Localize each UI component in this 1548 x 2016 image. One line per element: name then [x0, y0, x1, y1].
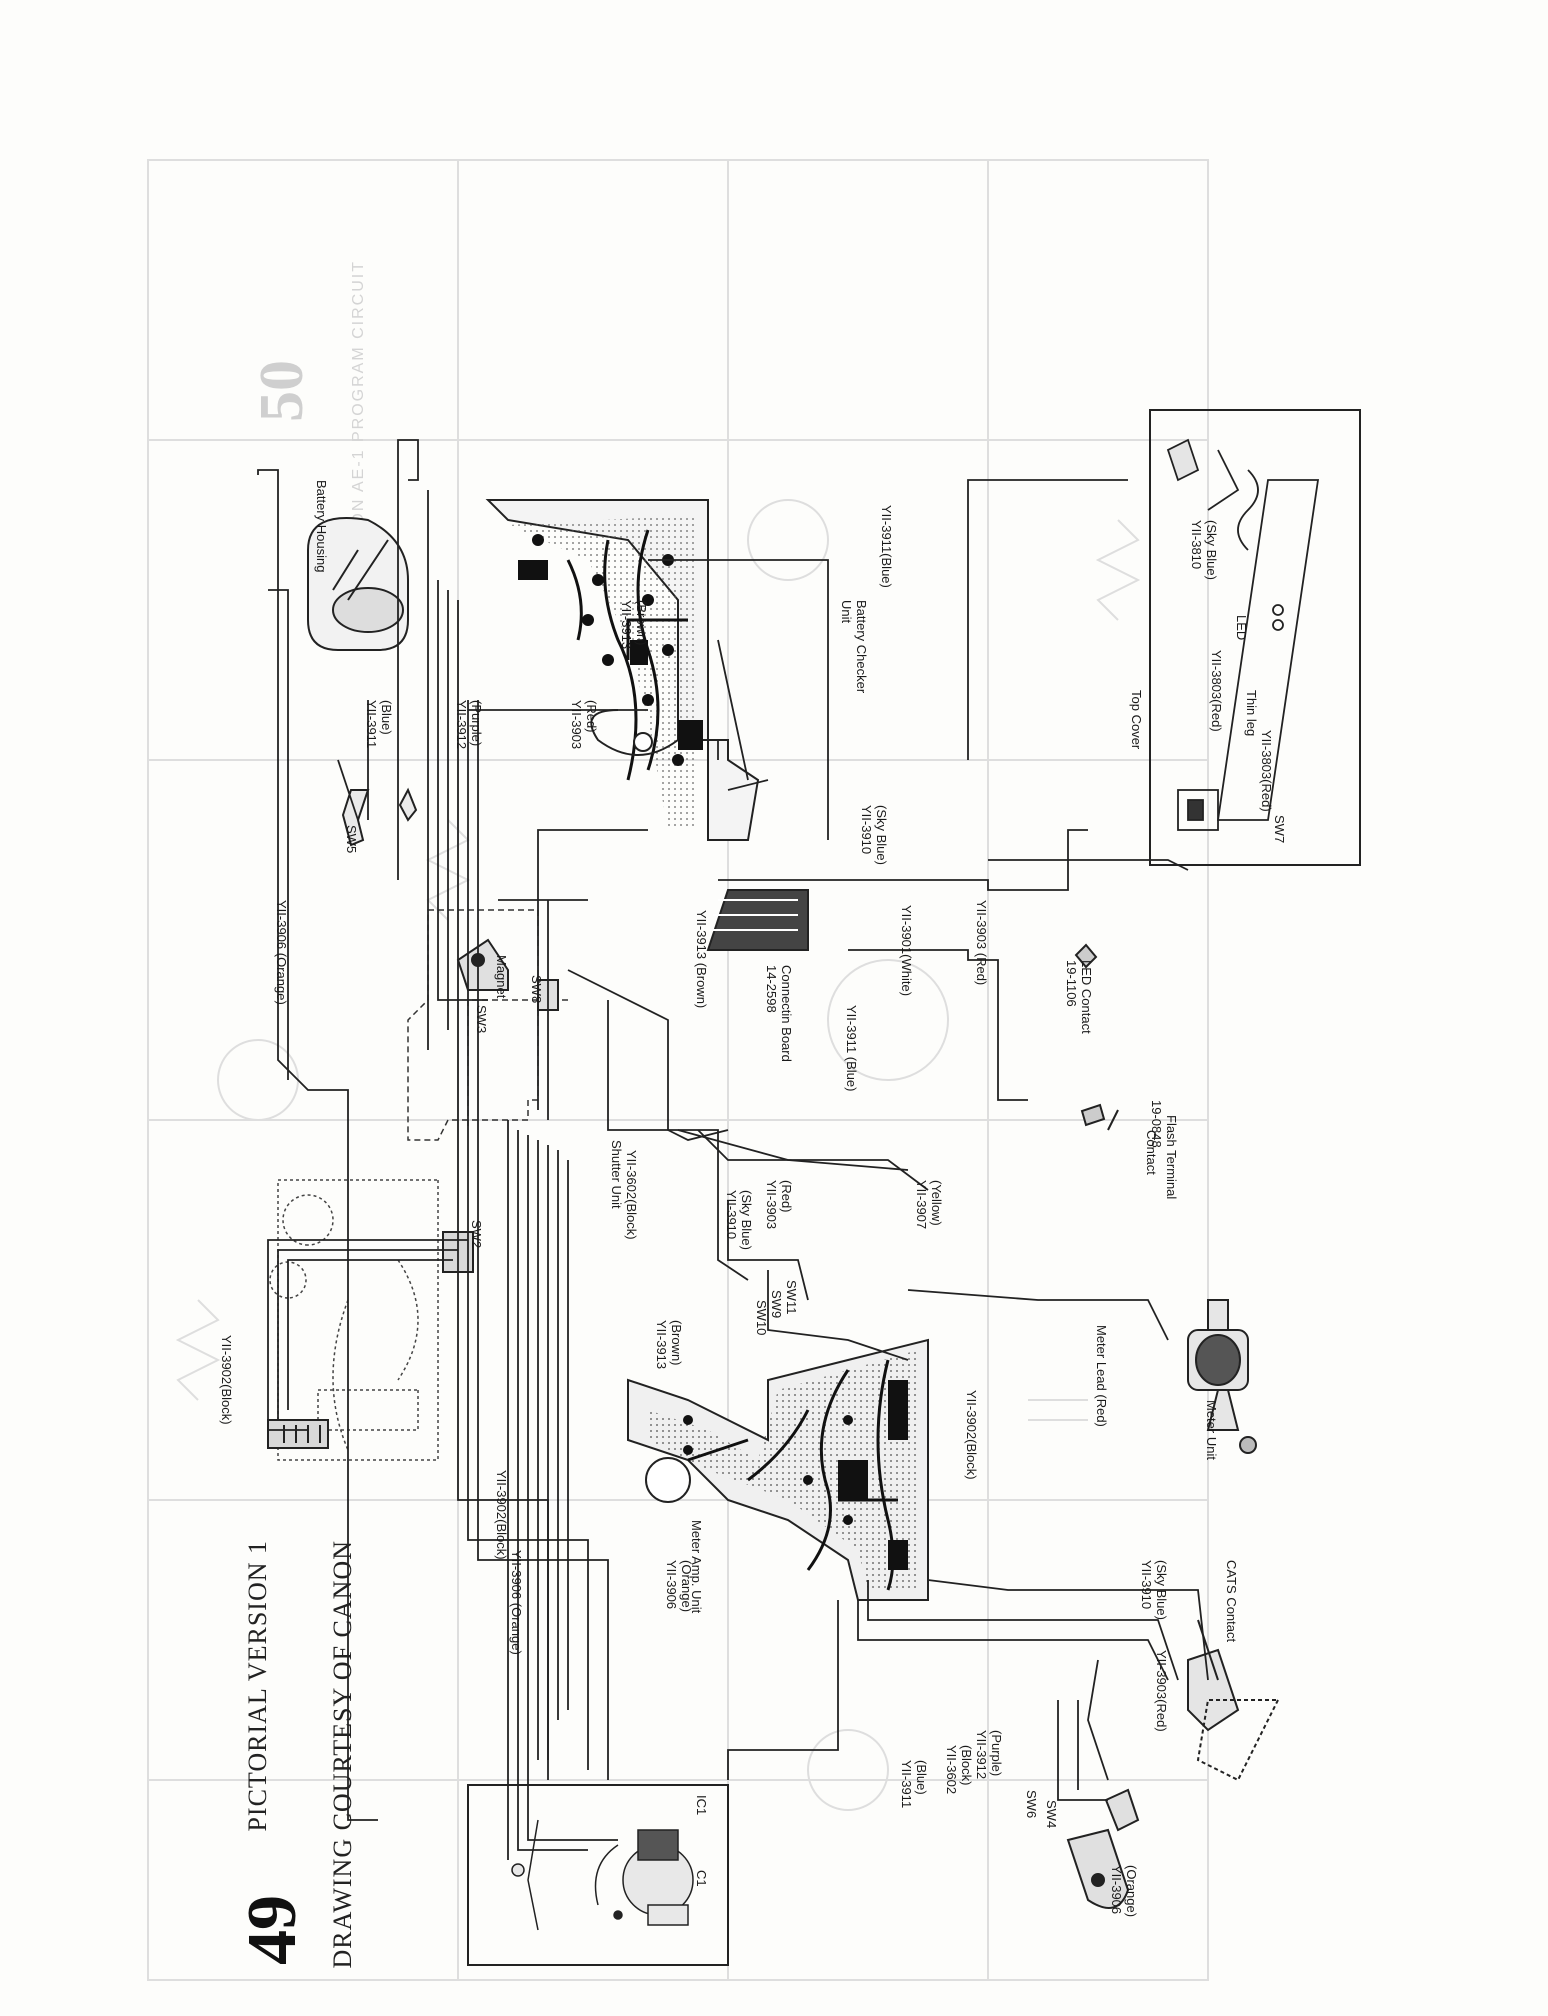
label-wire-3906-orange-bottom: YII-3906 (Orange) [509, 1550, 524, 1655]
label-wire-3910-f: (Sky Blue) [1154, 1560, 1169, 1620]
label-wire-3910-e: YII-3910 [1139, 1560, 1154, 1610]
label-wire-3810-b: (Sky Blue) [1204, 520, 1219, 580]
label-wire-3903-d: (Red) [779, 1180, 794, 1213]
label-top-cover: Top Cover [1129, 690, 1144, 750]
label-wire-3913-c: YII-3913 [654, 1320, 669, 1370]
label-wire-3911-blue-top: YII-3911(Blue) [879, 505, 894, 588]
label-wire-3910-c: YII-3910 [724, 1190, 739, 1240]
label-sw9: SW9 [769, 1290, 784, 1319]
label-sw2: SW2 [469, 1220, 484, 1249]
label-sw10: SW10 [754, 1300, 769, 1336]
label-wire-3602-c: YII-3602 [944, 1745, 959, 1795]
label-wire-3907-a: YII-3907 [914, 1180, 929, 1230]
label-wire-3913-a: YII-3913 [619, 600, 634, 650]
label-wire-3906-e: YII-3906 [1109, 1865, 1124, 1915]
label-wire-3903-red-right: YII-3903(Red) [1154, 1650, 1169, 1732]
label-wire-3913-d: (Brown) [669, 1320, 684, 1366]
label-sw11: SW11 [784, 1280, 799, 1315]
label-wire-3912-a: YII-3912 [454, 700, 469, 750]
page-number: 49 [234, 1895, 311, 1965]
label-sw3: SW3 [474, 1005, 489, 1034]
label-led: LED [1234, 615, 1249, 641]
label-sw5: SW5 [344, 825, 359, 854]
contact-pins [1074, 943, 1119, 1131]
label-wire-3803-red: YII-3803(Red) [1209, 650, 1224, 732]
meter-unit-shape [1187, 1299, 1257, 1454]
label-wire-3906-f: (Orange) [1124, 1865, 1139, 1918]
label-wire-3912-c: YII-3912 [974, 1730, 989, 1780]
top-cover-parts [1166, 438, 1320, 831]
label-wire-3911-a: YII-3911 [364, 700, 379, 749]
label-wire-3912-b: (Purple) [469, 700, 484, 747]
label-wire-3911-c: YII-3911 [899, 1760, 914, 1809]
label-wire-3602-d: (Block) [959, 1745, 974, 1786]
label-battery-checker-2: Unit [839, 600, 854, 624]
label-led-contact-2: LED Contact [1079, 960, 1094, 1034]
label-battery-housing: Battery Housing [314, 480, 329, 573]
label-wire-3902-block-left: YII-3902(Block) [219, 1335, 234, 1425]
sw4-sw6-parts [1066, 1788, 1140, 1909]
label-wire-3910-b: (Sky Blue) [874, 805, 889, 865]
shutter-mechanism-dotted [269, 1179, 439, 1461]
ic1-inset-box [467, 1784, 729, 1966]
label-thin-leg: Thin leg [1244, 690, 1259, 737]
label-wire-3906-orange-left: YII-3906 (Orange) [274, 900, 289, 1005]
label-meter-lead: Meter Lead (Red) [1094, 1325, 1109, 1427]
cats-contact-shape [1187, 1619, 1280, 1782]
label-sw4: SW4 [1044, 1800, 1059, 1829]
label-wire-3910-d: (Sky Blue) [739, 1190, 754, 1250]
version-caption: PICTORIAL VERSION 1 [243, 1540, 272, 1832]
label-connecting-board-1: 14-2598 [764, 965, 779, 1013]
label-c1: C1 [694, 1870, 709, 1887]
label-ic1: IC1 [694, 1795, 709, 1816]
label-wire-3903-c: YII-3903 [764, 1180, 779, 1230]
battery-housing-shape [307, 517, 409, 651]
label-wire-3901-white: YII-3901(White) [899, 905, 914, 997]
label-wire-3912-d: (Purple) [989, 1730, 1004, 1777]
label-connecting-board-2: Connectin Board [779, 965, 794, 1062]
label-wire-3913-brown-mid: YII-3913 (Brown) [694, 910, 709, 1009]
label-sw6: SW6 [1024, 1790, 1039, 1819]
label-wire-3810-a: YII-3810 [1189, 520, 1204, 570]
label-wire-3902-block-center: YII-3902(Block) [494, 1470, 509, 1560]
battery-checker-pcb [485, 499, 760, 841]
label-shutter-unit: Shutter Unit [609, 1140, 624, 1209]
label-sw8: SW8 [529, 975, 544, 1004]
label-battery-checker-1: Battery Checker [854, 600, 869, 694]
label-wire-3906-d: (Orange) [679, 1560, 694, 1613]
wire-harness [257, 439, 1209, 1860]
label-wire-3907-b: (Yellow) [929, 1180, 944, 1226]
label-wire-3906-c: YII-3906 [664, 1560, 679, 1610]
label-sw7: SW7 [1272, 815, 1287, 844]
label-wire-3913-b: (Brown) [634, 600, 649, 646]
label-magnet: Magnet [494, 955, 509, 999]
label-wire-3902-block-right: YII-3902(Block) [964, 1390, 979, 1480]
ic1-inset-parts [511, 1819, 694, 1931]
meter-amp-pcb [627, 1338, 929, 1601]
label-wire-3911-b: (Blue) [379, 700, 394, 735]
label-flash-terminal-2: Flash Terminal [1164, 1115, 1179, 1200]
label-wire-3903-b: (Red) [584, 700, 599, 733]
label-cats-contact: CATS Contact [1224, 1560, 1239, 1643]
label-wire-3911-blue-mid: YII-3911 (Blue) [844, 1005, 859, 1092]
connecting-board [706, 889, 809, 951]
label-flash-terminal-3: Contact [1144, 1130, 1159, 1175]
label-wire-3803-red-b: YII-3803(Red) [1259, 730, 1274, 812]
label-meter-unit: Meter Unit [1204, 1400, 1219, 1460]
label-led-contact-1: 19-1106 [1064, 960, 1079, 1007]
label-wire-3602-block: YII-3602(Block) [624, 1150, 639, 1240]
top-cover-box [1149, 409, 1361, 866]
sw2-connector [267, 1231, 474, 1449]
label-wire-3903-red-mid: YII-3903 (Red) [974, 900, 989, 986]
credit-caption: DRAWING COURTESY OF CANON [328, 1540, 357, 1969]
label-wire-3910-a: YII-3910 [859, 805, 874, 855]
label-wire-3903-a: YII-3903 [569, 700, 584, 750]
label-wire-3911-d: (Blue) [914, 1760, 929, 1795]
